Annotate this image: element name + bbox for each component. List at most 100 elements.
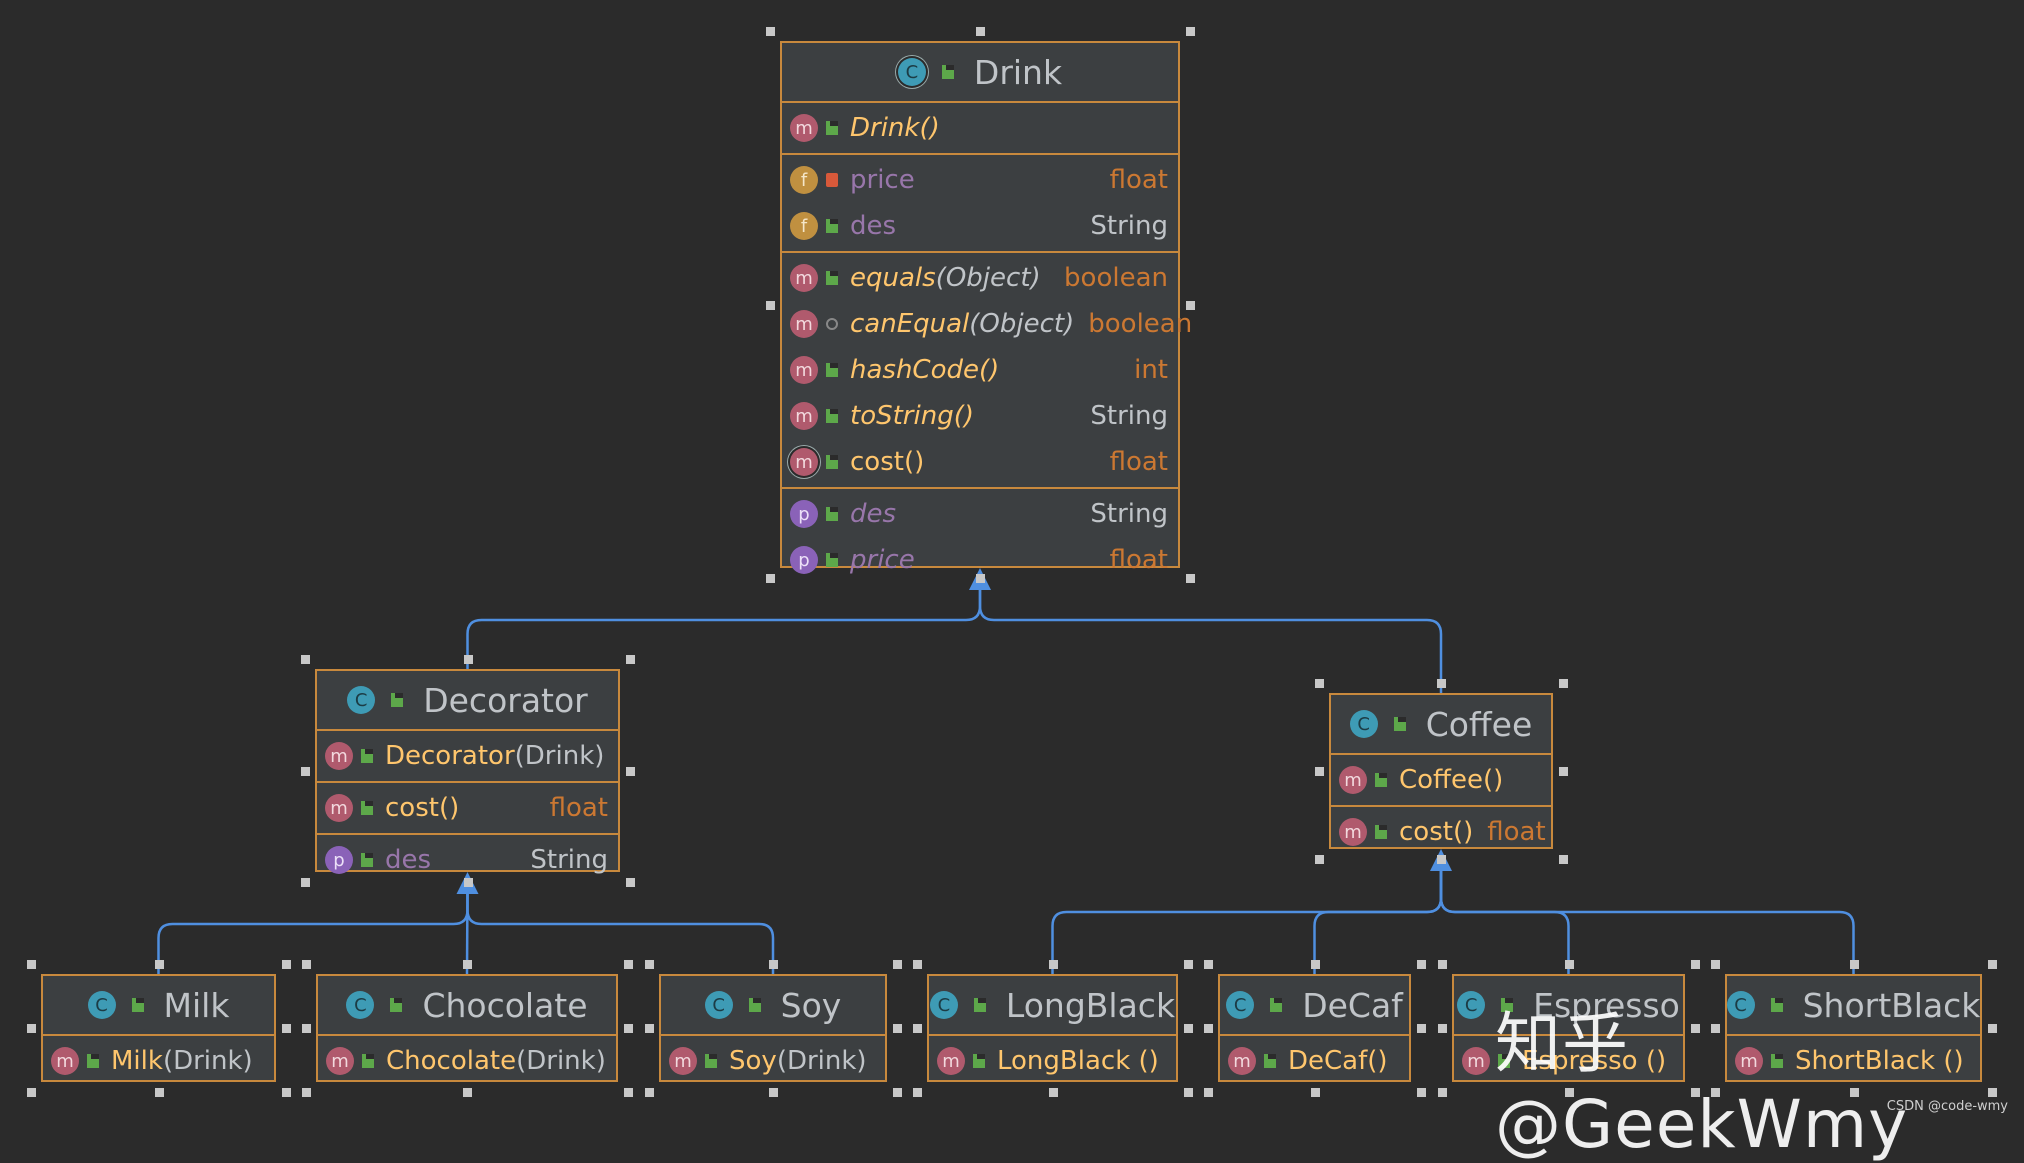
resize-handle[interactable] — [1559, 855, 1568, 864]
drink-constructor-row[interactable]: m Drink() — [782, 105, 1178, 151]
resize-handle[interactable] — [645, 960, 654, 969]
resize-handle[interactable] — [1988, 1088, 1997, 1097]
resize-handle[interactable] — [1184, 960, 1193, 969]
resize-handle[interactable] — [1204, 960, 1213, 969]
resize-handle[interactable] — [302, 1088, 311, 1097]
resize-handle[interactable] — [1315, 767, 1324, 776]
resize-handle[interactable] — [1437, 679, 1446, 688]
resize-handle[interactable] — [913, 1088, 922, 1097]
longblack-class-node[interactable]: C LongBlack m LongBlack () — [927, 974, 1178, 1082]
drink-property-price[interactable]: p price float — [782, 537, 1178, 583]
resize-handle[interactable] — [1438, 1088, 1447, 1097]
resize-handle[interactable] — [624, 960, 633, 969]
coffee-class-node[interactable]: C Coffee m Coffee() m cost() float — [1329, 693, 1553, 849]
espresso-class-node[interactable]: C Espresso m Espresso () — [1452, 974, 1685, 1082]
resize-handle[interactable] — [1417, 960, 1426, 969]
resize-handle[interactable] — [1186, 300, 1195, 310]
resize-handle[interactable] — [645, 1088, 654, 1097]
resize-handle[interactable] — [1711, 1024, 1720, 1033]
resize-handle[interactable] — [463, 655, 473, 664]
resize-handle[interactable] — [463, 1088, 472, 1097]
resize-handle[interactable] — [766, 300, 775, 310]
resize-handle[interactable] — [1186, 574, 1195, 583]
resize-handle[interactable] — [893, 960, 902, 969]
decorator-method-cost[interactable]: m cost() float — [317, 785, 618, 831]
decaf-constructor-row[interactable]: m DeCaf() — [1220, 1038, 1409, 1084]
shortblack-class-node[interactable]: C ShortBlack m ShortBlack () — [1725, 974, 1982, 1082]
resize-handle[interactable] — [1417, 1024, 1426, 1033]
resize-handle[interactable] — [624, 1088, 633, 1097]
resize-handle[interactable] — [1204, 1088, 1213, 1097]
resize-handle[interactable] — [913, 960, 922, 969]
drink-property-des[interactable]: p des String — [782, 491, 1178, 537]
resize-handle[interactable] — [302, 1024, 311, 1033]
resize-handle[interactable] — [27, 1024, 36, 1033]
resize-handle[interactable] — [27, 1088, 36, 1097]
resize-handle[interactable] — [913, 1024, 922, 1033]
resize-handle[interactable] — [1315, 855, 1324, 864]
resize-handle[interactable] — [1711, 1088, 1720, 1097]
resize-handle[interactable] — [626, 766, 635, 776]
resize-handle[interactable] — [1691, 1024, 1700, 1033]
drink-method-tostring[interactable]: m toString() String — [782, 393, 1178, 439]
chocolate-constructor-row[interactable]: m Chocolate(Drink) — [318, 1038, 616, 1084]
resize-handle[interactable] — [1184, 1024, 1193, 1033]
shortblack-constructor-row[interactable]: m ShortBlack () — [1727, 1038, 1980, 1084]
resize-handle[interactable] — [769, 1088, 778, 1097]
soy-constructor-row[interactable]: m Soy(Drink) — [661, 1038, 885, 1084]
resize-handle[interactable] — [301, 655, 310, 664]
resize-handle[interactable] — [463, 878, 473, 887]
resize-handle[interactable] — [1315, 679, 1324, 688]
resize-handle[interactable] — [154, 960, 164, 969]
drink-class-node[interactable]: C Drink m Drink() f price float f des St… — [780, 41, 1192, 575]
resize-handle[interactable] — [282, 960, 291, 969]
longblack-constructor-row[interactable]: m LongBlack () — [929, 1038, 1176, 1084]
resize-handle[interactable] — [1564, 960, 1574, 969]
drink-method-hashcode[interactable]: m hashCode() int — [782, 347, 1178, 393]
resize-handle[interactable] — [282, 1024, 291, 1033]
resize-handle[interactable] — [1310, 1088, 1320, 1097]
resize-handle[interactable] — [1849, 1088, 1859, 1097]
decaf-class-node[interactable]: C DeCaf m DeCaf() — [1218, 974, 1411, 1082]
resize-handle[interactable] — [282, 1088, 291, 1097]
resize-handle[interactable] — [766, 27, 775, 36]
resize-handle[interactable] — [1048, 960, 1058, 969]
resize-handle[interactable] — [1438, 1024, 1447, 1033]
resize-handle[interactable] — [626, 878, 635, 887]
drink-field-des[interactable]: f des String — [782, 203, 1178, 249]
resize-handle[interactable] — [1186, 27, 1195, 36]
resize-handle[interactable] — [893, 1088, 902, 1097]
resize-handle[interactable] — [302, 960, 311, 969]
resize-handle[interactable] — [1988, 960, 1997, 969]
coffee-method-cost[interactable]: m cost() float — [1331, 809, 1551, 855]
resize-handle[interactable] — [1559, 679, 1568, 688]
resize-handle[interactable] — [769, 960, 778, 969]
decorator-constructor-row[interactable]: m Decorator(Drink) — [317, 733, 618, 779]
resize-handle[interactable] — [1691, 960, 1700, 969]
resize-handle[interactable] — [1437, 855, 1446, 864]
resize-handle[interactable] — [1417, 1088, 1426, 1097]
decorator-class-node[interactable]: C Decorator m Decorator(Drink) m cost() … — [315, 669, 620, 875]
resize-handle[interactable] — [976, 574, 985, 583]
resize-handle[interactable] — [766, 574, 775, 583]
milk-constructor-row[interactable]: m Milk(Drink) — [43, 1038, 274, 1084]
chocolate-class-node[interactable]: C Chocolate m Chocolate(Drink) — [316, 974, 618, 1082]
espresso-constructor-row[interactable]: m Espresso () — [1454, 1038, 1683, 1084]
milk-class-node[interactable]: C Milk m Milk(Drink) — [41, 974, 276, 1082]
resize-handle[interactable] — [1564, 1088, 1574, 1097]
resize-handle[interactable] — [301, 766, 310, 776]
resize-handle[interactable] — [893, 1024, 902, 1033]
resize-handle[interactable] — [154, 1088, 164, 1097]
resize-handle[interactable] — [976, 27, 985, 36]
resize-handle[interactable] — [301, 878, 310, 887]
coffee-constructor-row[interactable]: m Coffee() — [1331, 757, 1551, 803]
resize-handle[interactable] — [1559, 767, 1568, 776]
decorator-property-des[interactable]: p des String — [317, 837, 618, 883]
resize-handle[interactable] — [1711, 960, 1720, 969]
resize-handle[interactable] — [1310, 960, 1320, 969]
resize-handle[interactable] — [1691, 1088, 1700, 1097]
resize-handle[interactable] — [1204, 1024, 1213, 1033]
resize-handle[interactable] — [27, 960, 36, 969]
drink-method-cost[interactable]: m cost() float — [782, 439, 1178, 485]
drink-method-equals[interactable]: m equals(Object) boolean — [782, 255, 1178, 301]
